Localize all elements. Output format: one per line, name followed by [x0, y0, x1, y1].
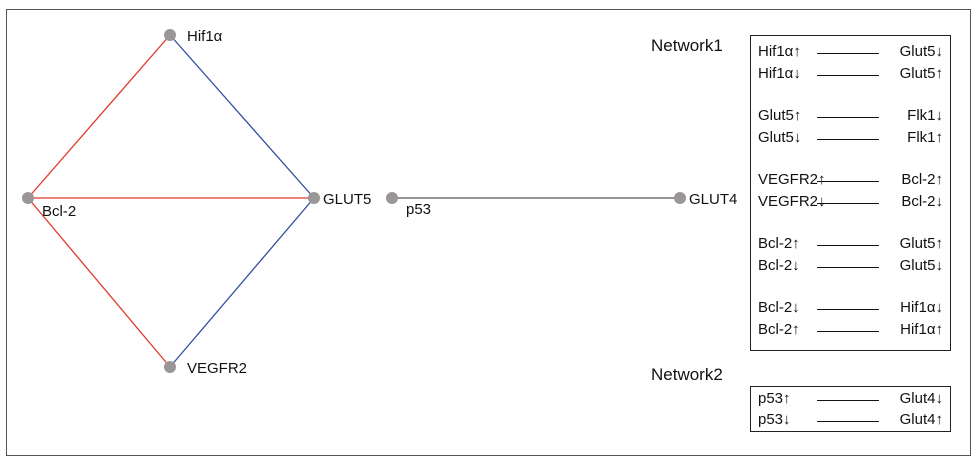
network1-relation-row: Hif1α↑ Glut5↓ — [751, 41, 950, 63]
relation-left-label: Hif1α↓ — [758, 65, 801, 82]
node-bcl2 — [22, 192, 34, 204]
relation-left-label: Glut5↓ — [758, 129, 802, 146]
relation-connector — [817, 181, 879, 182]
edge-vegfr2-glut5 — [169, 197, 315, 368]
network2-relation-row: p53↓ Glut4↑ — [751, 409, 950, 431]
edge-bcl2-vegfr2 — [27, 197, 171, 368]
relation-connector — [817, 309, 879, 310]
relation-left-label: Hif1α↑ — [758, 43, 801, 60]
relation-left-label: VEGFR2↓ — [758, 193, 826, 210]
network1-relation-row: Bcl-2↓ Glut5↓ — [751, 255, 950, 277]
relation-right-label: Bcl-2↑ — [901, 171, 943, 188]
node-label-glut4: GLUT4 — [689, 191, 737, 208]
relation-right-label: Hif1α↓ — [900, 299, 943, 316]
network1-relation-row: VEGFR2↑ Bcl-2↑ — [751, 169, 950, 191]
node-label-hif1a: Hif1α — [187, 28, 223, 45]
relation-connector — [817, 53, 879, 54]
relation-connector — [817, 245, 879, 246]
node-glut4 — [674, 192, 686, 204]
network1-title: Network1 — [651, 36, 723, 55]
relation-right-label: Glut5↓ — [899, 43, 943, 60]
relation-left-label: p53↓ — [758, 411, 791, 428]
node-label-bcl2: Bcl-2 — [42, 203, 76, 220]
node-label-p53: p53 — [406, 201, 431, 218]
network2-panel: p53↑ Glut4↓ p53↓ Glut4↑ — [750, 386, 951, 432]
relation-right-label: Glut5↑ — [899, 235, 943, 252]
network1-relation-row: Glut5↓ Flk1↑ — [751, 127, 950, 149]
network1-relation-row: Bcl-2↑ Glut5↑ — [751, 233, 950, 255]
relation-left-label: Glut5↑ — [758, 107, 802, 124]
relation-left-label: p53↑ — [758, 390, 791, 407]
relation-connector — [817, 117, 879, 118]
relation-connector — [817, 400, 879, 401]
relation-left-label: Bcl-2↓ — [758, 299, 800, 316]
node-glut5 — [308, 192, 320, 204]
node-label-vegfr2: VEGFR2 — [187, 360, 247, 377]
network1-relation-row: Bcl-2↑ Hif1α↑ — [751, 319, 950, 341]
node-vegfr2 — [164, 361, 176, 373]
relation-connector — [817, 331, 879, 332]
relation-right-label: Glut4↓ — [899, 390, 943, 407]
relation-right-label: Glut5↓ — [899, 257, 943, 274]
network1-relation-row: Hif1α↓ Glut5↑ — [751, 63, 950, 85]
relation-connector — [817, 421, 879, 422]
relation-connector — [817, 203, 879, 204]
network2-title: Network2 — [651, 365, 723, 384]
relation-right-label: Flk1↑ — [907, 129, 943, 146]
relation-left-label: Bcl-2↓ — [758, 257, 800, 274]
edge-bcl2-hif1a — [27, 34, 171, 199]
network1-relation-row: VEGFR2↓ Bcl-2↓ — [751, 191, 950, 213]
relation-right-label: Glut5↑ — [899, 65, 943, 82]
relation-left-label: Bcl-2↑ — [758, 235, 800, 252]
edge-hif1a-glut5 — [169, 34, 315, 199]
network1-relation-row: Glut5↑ Flk1↓ — [751, 105, 950, 127]
network1-panel: Hif1α↑Glut5↓Hif1α↓Glut5↑Glut5↑Flk1↓Glut5… — [750, 35, 951, 351]
relation-right-label: Glut4↑ — [899, 411, 943, 428]
relation-right-label: Hif1α↑ — [900, 321, 943, 338]
relation-right-label: Flk1↓ — [907, 107, 943, 124]
relation-right-label: Bcl-2↓ — [901, 193, 943, 210]
relation-left-label: VEGFR2↑ — [758, 171, 826, 188]
relation-left-label: Bcl-2↑ — [758, 321, 800, 338]
relation-connector — [817, 267, 879, 268]
node-p53 — [386, 192, 398, 204]
relation-connector — [817, 139, 879, 140]
network1-relation-row: Bcl-2↓ Hif1α↓ — [751, 297, 950, 319]
relation-connector — [817, 75, 879, 76]
node-hif1a — [164, 29, 176, 41]
node-label-glut5: GLUT5 — [323, 191, 371, 208]
network2-relation-row: p53↑ Glut4↓ — [751, 388, 950, 410]
